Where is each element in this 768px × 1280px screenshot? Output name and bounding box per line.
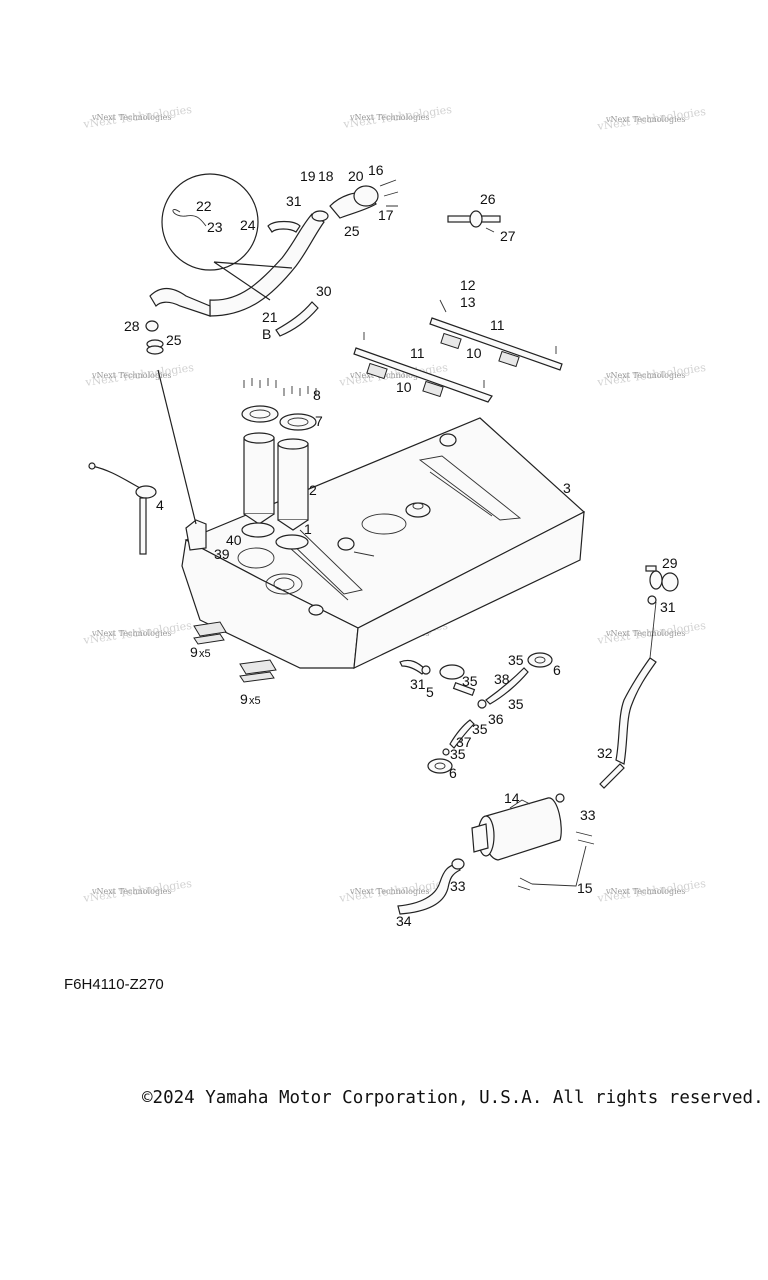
callout-18: 18: [318, 168, 334, 184]
fuel-pump-canisters: [241, 378, 317, 550]
watermark: vNext Technologies: [91, 371, 171, 380]
callout-22: 22: [196, 198, 212, 214]
callout-31a: 31: [286, 193, 302, 209]
callout-35c: 35: [508, 696, 524, 712]
callout-35e: 35: [450, 746, 466, 762]
callout-1: 1: [304, 521, 312, 537]
callout-2: 2: [309, 482, 317, 498]
fuel-sender: [88, 369, 197, 555]
callout-19: 19: [300, 168, 316, 184]
callout-36: 36: [488, 711, 504, 727]
callout-6b: 6: [449, 765, 457, 781]
callout-3: 3: [563, 480, 571, 496]
callout-28: 28: [124, 318, 140, 334]
callout-39: 39: [214, 546, 230, 562]
diagram-code: F6H4110-Z270: [64, 976, 164, 993]
callout-34: 34: [396, 913, 412, 929]
callout-14: 14: [504, 790, 520, 806]
callout-21: 21: [262, 309, 278, 325]
callout-27: 27: [500, 228, 516, 244]
callout-24: 24: [240, 217, 256, 233]
callout-35b: 35: [462, 673, 478, 689]
fuel-line-fittings: [399, 652, 553, 774]
callout-4: 4: [156, 497, 164, 513]
callout-11b: 11: [410, 345, 425, 361]
rubber-pads: [193, 621, 277, 683]
filler-hose: [145, 173, 399, 355]
fuel-tank: [181, 417, 586, 670]
callout-35d: 35: [472, 721, 488, 737]
hose-32: [599, 565, 679, 789]
watermark: vNext Technologies: [349, 113, 429, 122]
watermark: vNext Technologies: [605, 115, 685, 124]
callout-16: 16: [368, 162, 384, 178]
vent-valve: [447, 210, 501, 233]
callout-20: 20: [348, 168, 364, 184]
callout-29: 29: [662, 555, 678, 571]
callout-6a: 6: [553, 662, 561, 678]
callout-26: 26: [480, 191, 496, 207]
callout-9a: 9: [190, 644, 198, 660]
watermark: vNext Technologies: [605, 629, 685, 638]
callout-38: 38: [494, 671, 510, 687]
callout-23: 23: [207, 219, 223, 235]
callout-25b: 25: [166, 332, 182, 348]
callout-5: 5: [426, 684, 434, 700]
watermark: vNext Technologies: [91, 113, 171, 122]
callout-10a: 10: [466, 345, 482, 361]
fuel-filter: [471, 793, 595, 891]
callout-9b-qty: x5: [249, 695, 261, 707]
watermark: vNext Technologies: [91, 629, 171, 638]
callout-8: 8: [313, 387, 321, 403]
callouts: 1 2 3 4 5 6 6 7 8 9 x5 9 x5 10 10 11 11 …: [124, 162, 678, 929]
callout-12: 12: [460, 277, 476, 293]
watermark: vNext Technologies: [605, 887, 685, 896]
callout-25a: 25: [344, 223, 360, 239]
callout-33a: 33: [580, 807, 596, 823]
callout-33b: 33: [450, 878, 466, 894]
watermark: vNext Technologies: [91, 887, 171, 896]
callout-31b: 31: [660, 599, 676, 615]
callout-10b: 10: [396, 379, 412, 395]
callout-17: 17: [378, 207, 394, 223]
callout-31c: 31: [410, 676, 426, 692]
tank-straps: [353, 299, 563, 403]
callout-11a: 11: [490, 317, 505, 333]
callout-35a: 35: [508, 652, 524, 668]
watermark: vNext Technologies: [349, 887, 429, 896]
callout-B: B: [262, 326, 271, 342]
callout-30: 30: [316, 283, 332, 299]
callout-9a-qty: x5: [199, 648, 211, 660]
hose-34: [397, 858, 465, 915]
callout-37: 37: [456, 734, 472, 750]
callout-7: 7: [315, 413, 323, 429]
watermark: vNext Technologies: [605, 371, 685, 380]
callout-13: 13: [460, 294, 476, 310]
callout-9b: 9: [240, 691, 248, 707]
copyright-notice: ©2024 Yamaha Motor Corporation, U.S.A. A…: [142, 1088, 764, 1108]
callout-15: 15: [577, 880, 593, 896]
callout-40: 40: [226, 532, 242, 548]
callout-32: 32: [597, 745, 613, 761]
watermark: vNext Technologies: [349, 371, 429, 380]
